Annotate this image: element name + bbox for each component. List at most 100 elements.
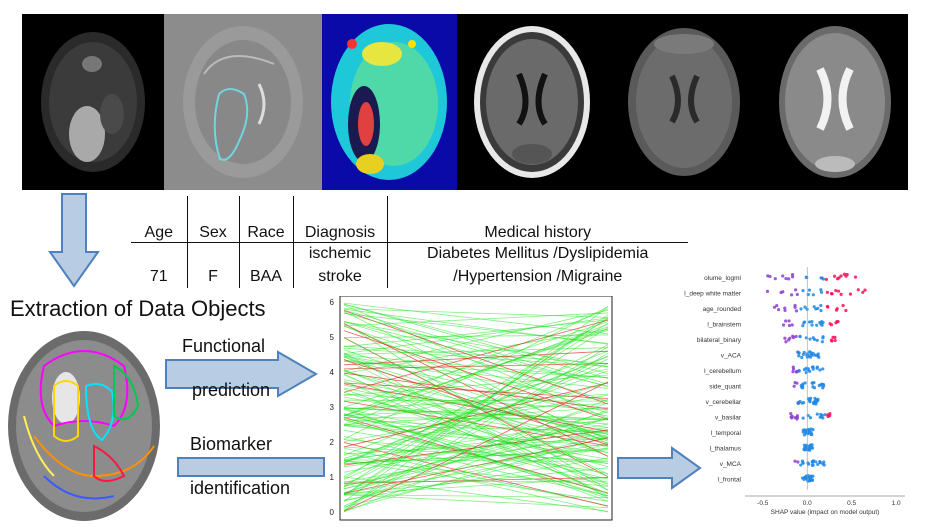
parallel-line	[343, 448, 609, 465]
shap-feature-label: v_cerebellar	[706, 399, 742, 406]
x-tick-label: 1.0	[892, 500, 901, 507]
parallel-line	[343, 306, 609, 512]
table-header-diagnosis: Diagnosis	[292, 196, 387, 243]
biomarker-bar-icon	[177, 457, 325, 477]
shap-point	[824, 277, 829, 282]
parallel-line	[343, 407, 609, 420]
shap-point	[783, 336, 787, 340]
parallel-line	[343, 322, 609, 491]
shap-point	[810, 323, 814, 327]
shap-points	[765, 272, 867, 483]
shap-point	[811, 336, 815, 340]
shap-point	[783, 308, 787, 313]
shap-point	[835, 277, 840, 281]
shap-point	[787, 277, 791, 281]
parallel-line	[343, 399, 609, 402]
parallel-line	[343, 411, 609, 490]
table-cell: Diabetes Mellitus /Dyslipidemia	[386, 242, 688, 266]
mri-scan-adc	[164, 14, 322, 190]
table-cell: F	[186, 265, 239, 288]
parallel-line	[343, 373, 609, 497]
shap-point	[781, 290, 785, 294]
shap-point	[828, 413, 832, 418]
y-tick-label: 0	[330, 508, 335, 517]
shap-point	[813, 399, 817, 404]
parallel-line	[343, 382, 609, 459]
shap-point	[803, 381, 807, 385]
parallel-line	[343, 325, 609, 441]
shap-point	[801, 461, 805, 465]
table-cell: ischemic	[292, 242, 387, 266]
parallel-line	[343, 442, 609, 507]
shap-point	[799, 463, 803, 467]
shap-point	[819, 322, 823, 326]
parallel-line	[343, 350, 609, 366]
shap-feature-label: l_frontal	[718, 477, 742, 484]
shap-point	[821, 336, 825, 340]
y-tick-label: 1	[330, 473, 335, 482]
table-cell: 71	[149, 267, 168, 285]
shap-point	[808, 416, 813, 420]
shap-point	[776, 307, 781, 312]
parallel-line	[343, 476, 609, 512]
shap-point	[794, 288, 798, 292]
shap-point	[810, 460, 814, 464]
mri-scan-strip	[22, 14, 908, 190]
shap-point	[793, 303, 797, 308]
mri-scan-flair	[607, 14, 762, 190]
shap-point	[826, 305, 830, 309]
shap-point	[799, 307, 803, 311]
shap-point	[811, 463, 815, 467]
shap-point	[802, 350, 806, 355]
clinical-data-table: Age Sex Race Diagnosis Medical history i…	[131, 196, 688, 288]
parallel-line	[343, 358, 609, 486]
shap-point	[803, 448, 807, 452]
shap-point	[805, 445, 809, 449]
x-tick-label: -0.5	[757, 500, 769, 507]
shap-point	[775, 304, 779, 308]
parallel-line	[343, 308, 609, 318]
shap-point	[808, 350, 812, 354]
shap-point	[787, 323, 792, 328]
shap-point	[801, 400, 806, 405]
shap-point	[818, 368, 822, 372]
shap-feature-label: l_brainstem	[707, 322, 741, 329]
table-header-race: Race	[238, 196, 293, 243]
parallel-line	[343, 309, 609, 385]
y-tick-label: 6	[330, 298, 335, 307]
shap-point	[820, 340, 824, 344]
shap-feature-label: l_deep white matter	[684, 291, 742, 298]
shap-point	[781, 274, 785, 278]
shap-point	[797, 368, 801, 373]
shap-point	[828, 322, 832, 326]
shap-point	[783, 306, 787, 310]
shap-point	[791, 367, 796, 371]
table-cell: /Hypertension /Migraine	[386, 265, 688, 288]
shap-point	[794, 309, 799, 313]
shap-point	[811, 427, 815, 432]
x-tick-label: 0.5	[847, 500, 856, 507]
parallel-line	[343, 432, 609, 483]
shap-point	[816, 399, 820, 403]
shap-point	[801, 428, 805, 432]
table-cell: stroke	[292, 265, 387, 288]
parallel-line	[343, 424, 609, 447]
shap-point	[811, 365, 815, 369]
parallel-line	[343, 417, 609, 494]
parallel-line	[343, 312, 609, 388]
shap-point	[781, 323, 786, 327]
shap-point	[800, 385, 804, 390]
table-cell	[238, 242, 293, 266]
y-tick-label: 4	[330, 368, 335, 377]
shap-point	[791, 335, 796, 340]
segmented-brain-image	[4, 326, 164, 524]
parallel-line	[343, 382, 609, 448]
shap-point	[791, 275, 795, 279]
parallel-line	[343, 452, 609, 513]
shap-point	[820, 320, 824, 324]
shap-point	[807, 399, 812, 403]
shap-point	[819, 303, 823, 308]
parallel-line	[343, 308, 609, 417]
